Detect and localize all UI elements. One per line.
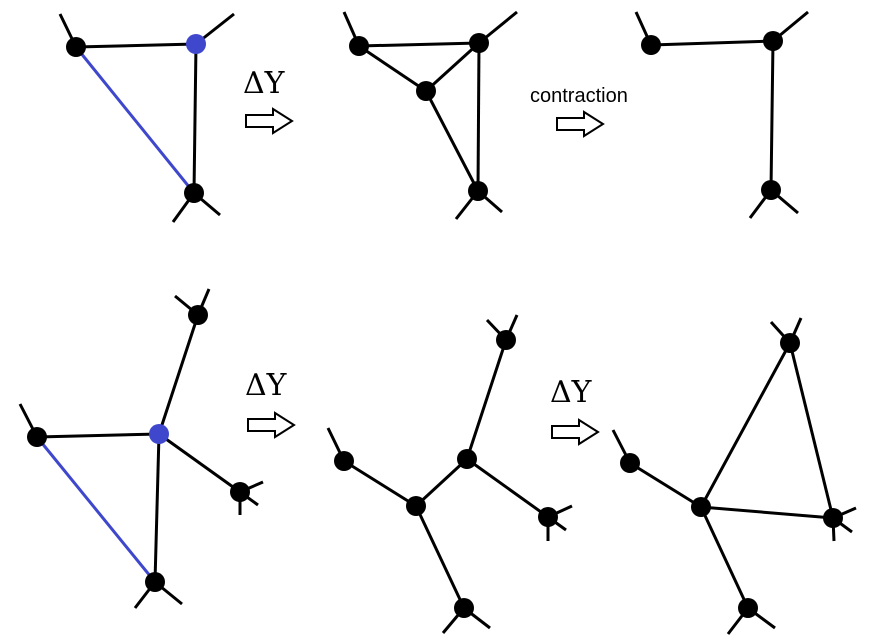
vertex xyxy=(230,482,250,502)
vertex xyxy=(538,507,558,527)
edge xyxy=(465,339,508,460)
bottom-arrow-2: ΔY xyxy=(550,375,600,446)
edge xyxy=(192,43,198,194)
edge xyxy=(358,44,427,93)
delta-y-label: ΔY xyxy=(243,66,286,101)
vertex xyxy=(349,36,369,56)
edge xyxy=(650,39,774,47)
edge xyxy=(699,342,792,508)
edge xyxy=(424,41,481,93)
vertex xyxy=(691,497,711,517)
edge xyxy=(414,457,469,508)
vertex xyxy=(454,598,474,618)
vertex xyxy=(406,496,426,516)
edge xyxy=(158,432,241,494)
edge xyxy=(36,432,160,439)
top-graph-2 xyxy=(342,10,518,220)
vertex xyxy=(27,427,47,447)
edge xyxy=(424,90,480,192)
vertex xyxy=(184,183,204,203)
highlighted-edge xyxy=(74,46,196,194)
vertex xyxy=(66,37,86,57)
edge xyxy=(414,505,466,609)
edge xyxy=(466,457,549,519)
vertex xyxy=(496,330,516,350)
vertex xyxy=(457,449,477,469)
edge xyxy=(629,461,702,509)
bottom-graph-3 xyxy=(611,317,857,635)
top-graph-1 xyxy=(58,12,235,223)
edge xyxy=(769,40,775,191)
edge xyxy=(75,42,197,49)
top-arrow-2: contraction xyxy=(530,85,628,138)
top-graph-3 xyxy=(634,10,809,219)
vertex xyxy=(469,33,489,53)
highlighted-edge xyxy=(35,436,157,583)
bottom-arrow-1: ΔY xyxy=(245,368,296,439)
right-arrow-icon xyxy=(247,411,296,439)
vertex xyxy=(823,508,843,528)
vertex xyxy=(416,81,436,101)
vertex xyxy=(763,31,783,51)
vertex xyxy=(334,451,354,471)
bottom-graph-2 xyxy=(326,314,573,634)
vertex xyxy=(738,598,758,618)
vertex xyxy=(188,305,208,325)
vertex xyxy=(145,572,165,592)
bottom-graph-1 xyxy=(18,288,264,609)
edge xyxy=(700,505,834,520)
vertex xyxy=(620,453,640,473)
edge xyxy=(788,342,835,519)
top-arrow-1: ΔY xyxy=(243,66,294,135)
delta-y-label: ΔY xyxy=(245,368,288,403)
edge xyxy=(358,41,480,48)
edge xyxy=(699,506,750,609)
vertex xyxy=(468,181,488,201)
delta-y-label: ΔY xyxy=(550,375,593,410)
vertex xyxy=(641,35,661,55)
edge xyxy=(153,433,161,583)
highlighted-vertex xyxy=(149,424,169,444)
edge xyxy=(157,314,200,435)
edge xyxy=(343,459,417,508)
edge xyxy=(476,42,481,192)
vertex xyxy=(780,333,800,353)
contraction-label: contraction xyxy=(530,85,628,107)
right-arrow-icon xyxy=(556,110,605,138)
vertex xyxy=(761,180,781,200)
right-arrow-icon xyxy=(245,107,294,135)
right-arrow-icon xyxy=(551,418,600,446)
highlighted-vertex xyxy=(186,34,206,54)
